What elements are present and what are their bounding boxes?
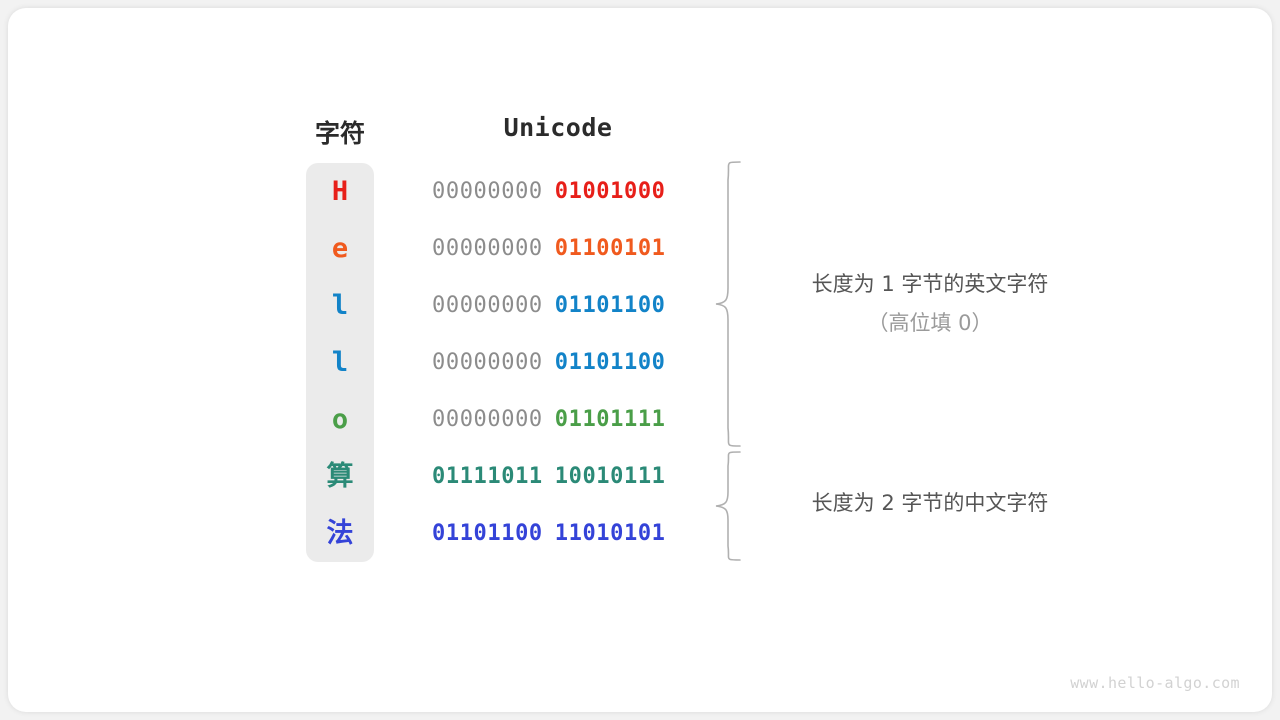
unicode-row: 01111011 10010111 <box>432 448 684 505</box>
unicode-high-byte: 01111011 <box>432 464 543 489</box>
annotation-double-byte-line1: 长度为 2 字节的中文字符 <box>811 491 1049 515</box>
annotation-single-byte-line1: 长度为 1 字节的英文字符 <box>811 272 1049 296</box>
character-cell: l <box>331 347 349 378</box>
unicode-row: 00000000 01101111 <box>432 391 684 448</box>
unicode-low-byte: 01101100 <box>554 293 666 318</box>
unicode-row: 00000000 01001000 <box>432 163 684 220</box>
unicode-row: 00000000 01100101 <box>432 220 684 277</box>
unicode-low-byte: 01100101 <box>554 236 666 261</box>
unicode-row: 00000000 01101100 <box>432 277 684 334</box>
character-cell: e <box>331 233 349 264</box>
unicode-high-byte: 00000000 <box>432 293 543 318</box>
character-cell: o <box>331 404 349 435</box>
character-cell: 法 <box>326 518 354 549</box>
column-header-character: 字符 <box>314 119 365 148</box>
unicode-high-byte: 00000000 <box>432 236 543 261</box>
unicode-high-byte: 00000000 <box>432 407 543 432</box>
annotation-single-byte-line2: （高位填 0） <box>867 311 993 335</box>
unicode-low-byte: 01001000 <box>554 179 666 204</box>
unicode-low-byte: 10010111 <box>554 464 666 489</box>
unicode-high-byte: 00000000 <box>432 350 543 375</box>
unicode-row: 00000000 01101100 <box>432 334 684 391</box>
unicode-row: 01101100 11010101 <box>432 505 684 562</box>
character-cell: H <box>331 176 349 207</box>
unicode-low-byte: 01101100 <box>554 350 666 375</box>
unicode-high-byte: 00000000 <box>432 179 543 204</box>
diagram-card <box>8 8 1272 712</box>
character-cell: l <box>331 290 349 321</box>
column-header-unicode: Unicode <box>503 113 613 142</box>
unicode-low-byte: 11010101 <box>554 521 666 546</box>
watermark: www.hello-algo.com <box>1070 674 1240 692</box>
annotation-double-byte: 长度为 2 字节的中文字符 <box>700 487 1160 517</box>
unicode-high-byte: 01101100 <box>432 521 543 546</box>
annotation-single-byte: 长度为 1 字节的英文字符 （高位填 0） <box>700 268 1160 337</box>
unicode-low-byte: 01101111 <box>554 407 666 432</box>
character-cell: 算 <box>326 461 354 492</box>
